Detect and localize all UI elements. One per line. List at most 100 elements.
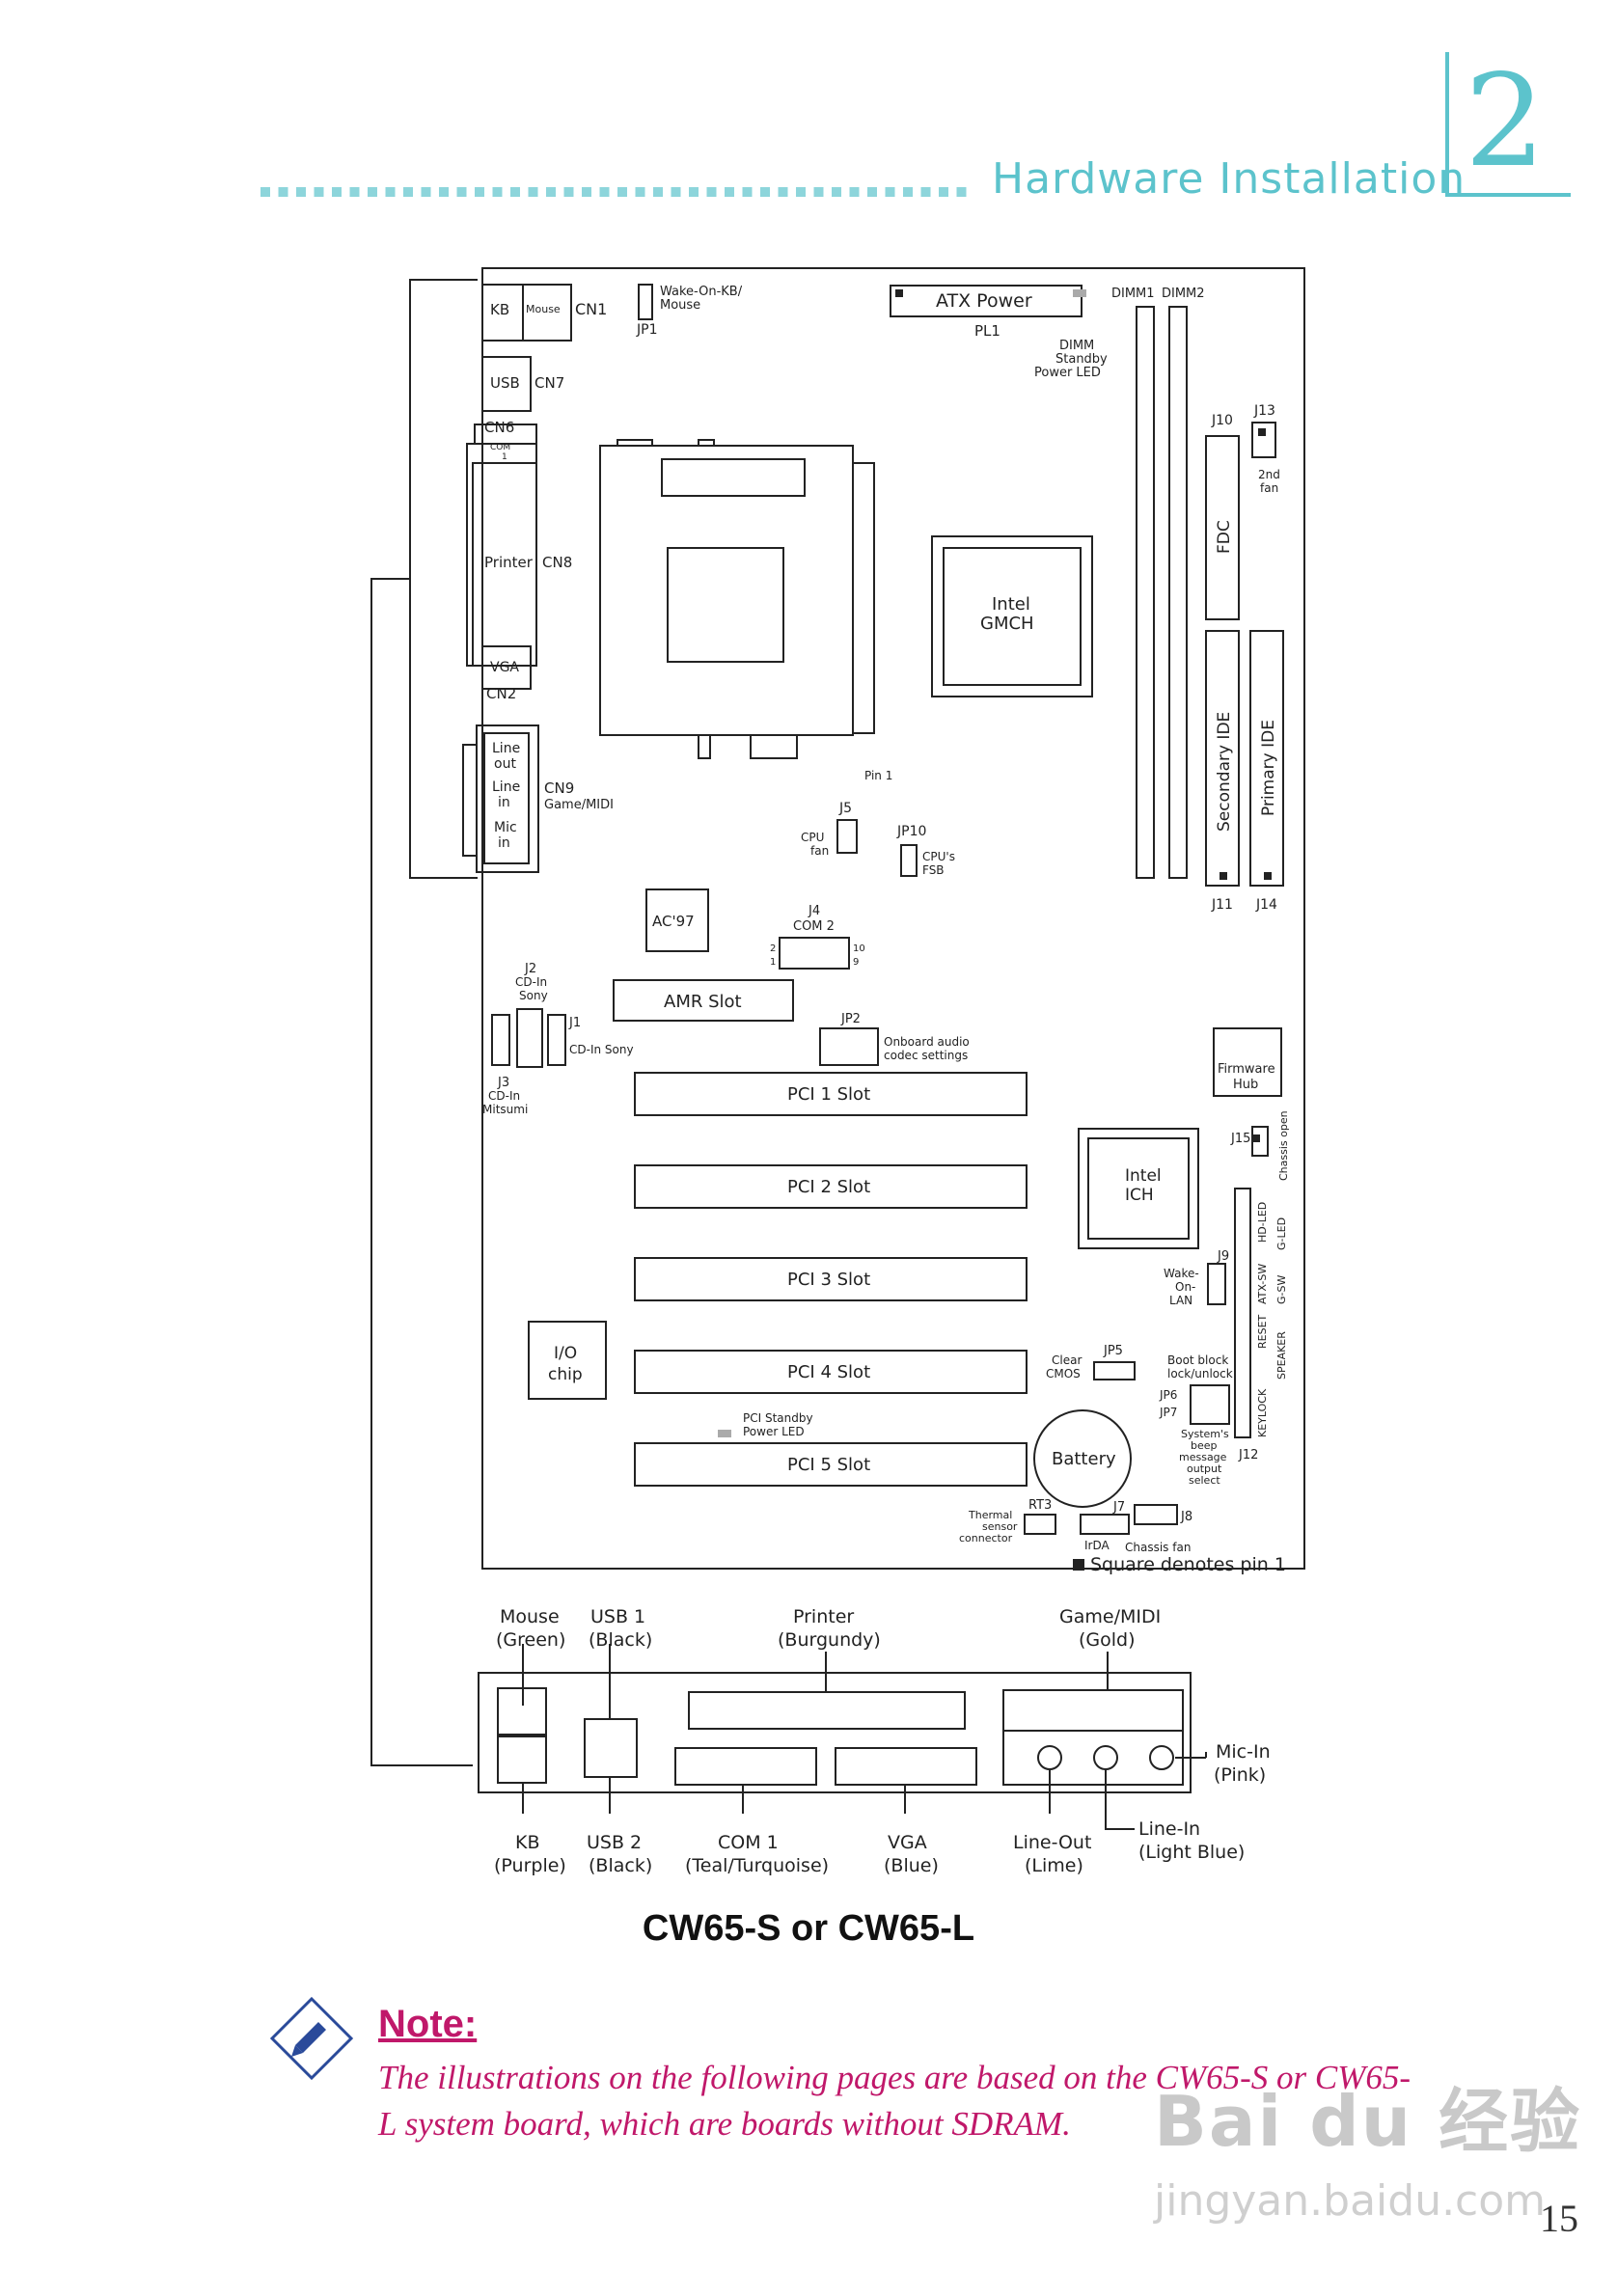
- gmch-l1: Intel: [992, 594, 1030, 615]
- atx-power-label: ATX Power: [936, 290, 1032, 312]
- pci1-label: PCI 1 Slot: [787, 1084, 870, 1105]
- dimm-led-l3: Power LED: [1034, 366, 1101, 380]
- jp5-d2: CMOS: [1046, 1367, 1081, 1380]
- jp2-d2: codec settings: [884, 1049, 968, 1062]
- pl1-label: PL1: [974, 322, 1000, 340]
- header-dot: [421, 187, 431, 197]
- cn7-label: CN7: [534, 374, 564, 392]
- jp6-label: JP6: [1159, 1388, 1177, 1402]
- printer-label: Printer: [484, 554, 534, 571]
- jp5-d1: Clear: [1052, 1353, 1082, 1367]
- usb-label: USB: [490, 374, 520, 392]
- sysbeep-l3: message: [1179, 1451, 1227, 1463]
- header-dot: [368, 187, 377, 197]
- rt3-d3: connector: [959, 1532, 1013, 1544]
- panel-keylock: KEYLOCK: [1256, 1388, 1269, 1437]
- port-game-l1: Game/MIDI: [1059, 1606, 1161, 1627]
- header-dot: [956, 187, 967, 197]
- cn1-mouse: Mouse: [526, 303, 561, 315]
- jp2-jumper: [819, 1027, 879, 1066]
- header-dot: [689, 187, 699, 197]
- watermark-url: jingyan.baidu.com: [1154, 2176, 1547, 2226]
- j1-label: J1: [568, 1016, 581, 1030]
- port-linein-l2: (Light Blue): [1138, 1842, 1245, 1863]
- boot-d2: lock/unlock: [1167, 1367, 1233, 1380]
- primary-ide-label: Primary IDE: [1259, 720, 1278, 816]
- pin1-legend: Square denotes pin 1: [1090, 1554, 1286, 1575]
- pin1-legend-square: [1073, 1559, 1084, 1571]
- page-number: 15: [1540, 2197, 1578, 2240]
- io-l1: I/O: [554, 1344, 577, 1363]
- port-game-l2: (Gold): [1079, 1629, 1136, 1651]
- io-panel: [478, 1672, 1192, 1793]
- jp1-desc2: Mouse: [660, 298, 700, 313]
- ac97-label: AC'97: [652, 913, 695, 930]
- pci4-label: PCI 4 Slot: [787, 1362, 870, 1382]
- j4-com2-header: [779, 937, 850, 970]
- amr-label: AMR Slot: [664, 992, 742, 1012]
- firmware-hub: [1213, 1027, 1282, 1097]
- port-vga-l2: (Blue): [884, 1855, 939, 1876]
- ac97-chip: [645, 888, 709, 952]
- com-small: COM: [490, 443, 510, 452]
- sysbeep-l2: beep: [1191, 1439, 1218, 1452]
- header-dot: [492, 187, 503, 197]
- atx-power-connector: [890, 285, 1083, 317]
- panel-atx-sw: ATX-SW: [1256, 1264, 1269, 1304]
- cn8-label: CN8: [542, 554, 572, 571]
- section-title: Hardware Installation: [992, 154, 1466, 204]
- bracket-bottom: [370, 578, 473, 1766]
- panel-hd-led: HD-LED: [1256, 1202, 1269, 1243]
- io-chip: [528, 1321, 607, 1400]
- port-printer-l2: (Burgundy): [778, 1629, 881, 1651]
- pci-led-l1: PCI Standby: [743, 1411, 813, 1425]
- port-usb2-l1: USB 2: [587, 1832, 642, 1853]
- cn9-mic-1: Mic: [494, 820, 517, 835]
- j15-desc: Chassis open: [1277, 1110, 1290, 1181]
- board-outline: [481, 267, 1305, 1570]
- cn2-label: CN2: [486, 685, 516, 702]
- j9-d1: Wake-: [1164, 1267, 1199, 1280]
- j2-d1: CD-In: [515, 975, 547, 989]
- ich-l1: Intel: [1125, 1166, 1162, 1186]
- port-lineout-l2: (Lime): [1025, 1855, 1083, 1876]
- header-dot: [742, 187, 753, 197]
- header-dot: [475, 187, 484, 197]
- header-dot: [706, 187, 717, 197]
- jp10-d1: CPU's: [922, 850, 955, 863]
- cpu-pin1: Pin 1: [864, 769, 892, 782]
- panel-reset: RESET: [1256, 1314, 1269, 1349]
- header-dot: [832, 187, 841, 197]
- panel-g-sw: G-SW: [1275, 1275, 1288, 1304]
- port-mouse-l1: Mouse: [500, 1606, 560, 1627]
- pci2-label: PCI 2 Slot: [787, 1177, 870, 1197]
- j8-label: J8: [1180, 1510, 1192, 1524]
- port-mouse-l2: (Green): [496, 1629, 565, 1651]
- port-linein-l1: Line-In: [1138, 1818, 1200, 1840]
- port-printer-l1: Printer: [793, 1606, 854, 1627]
- cn1-kb: KB: [490, 301, 509, 318]
- usb-cn7: [481, 356, 532, 412]
- jp1-jumper: [638, 284, 653, 320]
- jp10-label: JP10: [896, 824, 926, 839]
- pci5-slot: [634, 1442, 1028, 1487]
- header-dot: [903, 187, 913, 197]
- cn9-label: CN9: [544, 779, 574, 797]
- panel-speaker: SPEAKER: [1275, 1331, 1288, 1380]
- j7-label: J7: [1112, 1500, 1125, 1515]
- jp1-label: JP1: [636, 322, 657, 338]
- chapter-divider: [1445, 52, 1449, 197]
- j2-d2: Sony: [519, 989, 548, 1002]
- dimm2-slot: [1168, 306, 1188, 879]
- j2-label: J2: [524, 962, 536, 976]
- port-kb-l2: (Purple): [494, 1855, 566, 1876]
- header-dot: [920, 187, 931, 197]
- dimm-led-l2: Standby: [1055, 352, 1108, 367]
- chapter-number: 2: [1465, 47, 1546, 196]
- cn9-mic-2: in: [498, 835, 510, 851]
- header-dot: [349, 187, 360, 197]
- fdc-connector: [1205, 435, 1240, 620]
- header-dot: [332, 187, 342, 197]
- j4-pin2: 2: [770, 943, 776, 954]
- port-usb2-l2: (Black): [589, 1855, 652, 1876]
